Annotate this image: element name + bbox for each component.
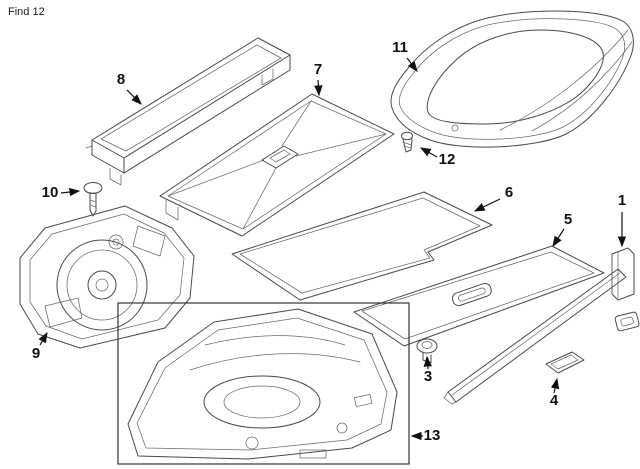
callout-6[interactable]: 6 [473, 184, 513, 212]
find-instruction: Find 12 [8, 6, 45, 18]
callout-9-arrow [38, 331, 48, 346]
part-4-drawing[interactable] [545, 351, 585, 374]
callout-5-arrow [552, 228, 565, 248]
callout-4-arrow [550, 377, 560, 394]
svg-text:11: 11 [392, 39, 408, 56]
part-6-drawing[interactable] [231, 191, 493, 301]
callout-10[interactable]: 10 [42, 184, 81, 201]
callout-11-arrow [406, 57, 418, 72]
callout-8[interactable]: 8 [117, 71, 142, 105]
svg-text:10: 10 [42, 184, 59, 201]
callout-7-arrow [314, 79, 323, 97]
part-12-drawing[interactable] [401, 131, 413, 153]
callout-1[interactable]: 1 [617, 192, 627, 248]
svg-text:12: 12 [439, 151, 456, 168]
callout-6-arrow [473, 198, 501, 212]
svg-text:8: 8 [117, 71, 125, 88]
svg-text:13: 13 [424, 427, 441, 444]
part-8-drawing[interactable] [85, 37, 291, 186]
callout-12-arrow [419, 147, 438, 158]
svg-text:3: 3 [424, 368, 432, 385]
svg-text:4: 4 [550, 392, 559, 409]
part-9-drawing[interactable] [19, 205, 195, 349]
callout-9[interactable]: 9 [32, 331, 48, 362]
part-13-drawing[interactable] [117, 302, 410, 465]
callout-10-arrow [60, 187, 81, 197]
callout-3[interactable]: 3 [423, 355, 432, 385]
svg-text:7: 7 [314, 61, 322, 78]
part-7-drawing[interactable] [159, 93, 395, 237]
part-11-drawing[interactable] [390, 10, 634, 148]
callout-13[interactable]: 13 [410, 427, 441, 444]
callout-4[interactable]: 4 [550, 377, 560, 409]
callout-7[interactable]: 7 [314, 61, 323, 97]
callout-5[interactable]: 5 [552, 211, 572, 248]
callout-8-arrow [126, 89, 142, 105]
svg-text:5: 5 [564, 211, 572, 228]
part-5-drawing[interactable] [353, 245, 605, 347]
callout-12[interactable]: 12 [419, 147, 456, 168]
part-1-drawing[interactable] [443, 247, 640, 405]
svg-text:1: 1 [618, 192, 626, 209]
callout-3-arrow [423, 355, 432, 370]
svg-text:9: 9 [32, 345, 40, 362]
callout-11[interactable]: 11 [392, 39, 418, 72]
svg-text:6: 6 [505, 184, 513, 201]
part-10-drawing[interactable] [83, 182, 103, 217]
